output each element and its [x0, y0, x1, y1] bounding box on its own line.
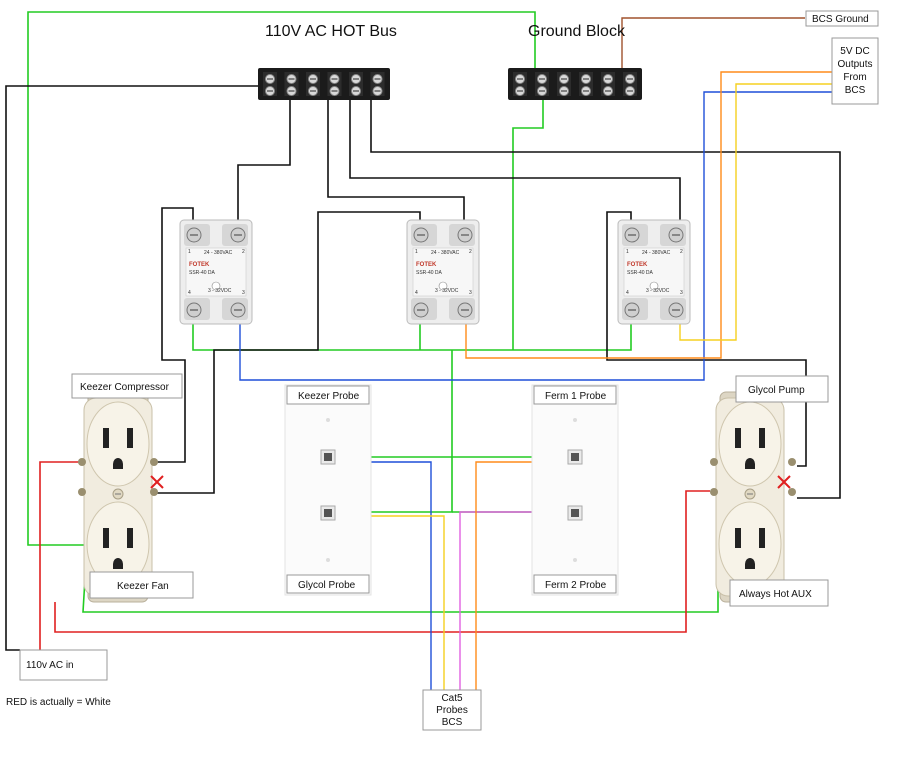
bcs-ground-label-box: BCS Ground	[805, 10, 879, 27]
hot-wires	[5, 85, 841, 651]
glycol-probe-label-box: Glycol Probe	[286, 574, 370, 594]
bcs-ground-wire	[621, 17, 805, 72]
outputs-line2: Outputs	[837, 59, 872, 70]
ssr-input: 3 - 32VDC	[435, 288, 459, 294]
hot-bus-title: 110V AC HOT Bus	[265, 23, 397, 40]
hot-wire-ssr2-to-fan	[152, 211, 421, 494]
bcs-ground-label: BCS Ground	[812, 14, 869, 25]
hot-wire-bus-to-ssr2	[327, 97, 465, 225]
keezer-fan-label: Keezer Fan	[117, 581, 169, 592]
hot-bus-terminal-block	[258, 68, 390, 100]
ground-block-title: Ground Block	[528, 23, 626, 40]
ssr-term2: 2	[680, 249, 683, 255]
hot-wire-ac-in	[5, 85, 258, 651]
hot-wire-bus-to-ssr3	[349, 97, 681, 225]
neutral-wire-aux	[54, 490, 710, 633]
ground-terminal-block	[508, 68, 642, 100]
glycol-pump-label: Glycol Pump	[748, 385, 805, 396]
ssr-term1: 1	[626, 249, 629, 255]
outputs-line4: BCS	[845, 85, 866, 96]
ssr-term3: 3	[242, 290, 245, 296]
ssr-model: SSR-40 DA	[189, 270, 216, 276]
cat5-line2: Probes	[436, 705, 468, 716]
outputs-line3: From	[843, 72, 866, 83]
ssr-text-1: 24 - 380VAC FOTEK SSR-40 DA 3 - 32VDC 1 …	[188, 249, 245, 296]
ssr-brand: FOTEK	[627, 262, 648, 268]
keezer-compressor-label: Keezer Compressor	[80, 382, 170, 393]
glycol-probe-label: Glycol Probe	[298, 580, 356, 591]
ssr-term1: 1	[188, 249, 191, 255]
ssr-model: SSR-40 DA	[627, 270, 654, 276]
receptacle-keezer	[78, 391, 158, 603]
ferm2-probe-label: Ferm 2 Probe	[545, 580, 607, 591]
ssr-rating: 24 - 380VAC	[642, 250, 671, 256]
ssr-term4: 4	[626, 290, 629, 296]
ssr-input: 3 - 32VDC	[646, 288, 670, 294]
ssr-rating: 24 - 380VAC	[431, 250, 460, 256]
ssr-brand: FOTEK	[416, 262, 437, 268]
keezer-compressor-label-box: Keezer Compressor	[71, 373, 183, 399]
signal-wire-blue-ssr1	[239, 91, 832, 381]
ground-wires	[27, 11, 719, 613]
always-hot-aux-label-box: Always Hot AUX	[729, 579, 829, 607]
bcs-outputs-label-box: 5V DC Outputs From BCS	[831, 37, 879, 105]
ssr-text-2: 24 - 380VAC FOTEK SSR-40 DA 3 - 32VDC 1 …	[415, 249, 472, 296]
receptacle-glycol	[710, 391, 796, 603]
neutral-wire-keezer	[39, 461, 80, 650]
ssr-term3: 3	[469, 290, 472, 296]
hot-wire-bus-to-ssr1	[237, 97, 291, 225]
glycol-pump-label-box: Glycol Pump	[735, 375, 829, 403]
ac-in-label: 110v AC in	[26, 660, 74, 671]
ground-wire-ssr-bus	[192, 310, 632, 351]
wallplate-left	[284, 384, 372, 596]
ssr-rating: 24 - 380VAC	[204, 250, 233, 256]
red-is-white-note: RED is actually = White	[6, 697, 111, 708]
ssr-term2: 2	[469, 249, 472, 255]
ssr-term1: 1	[415, 249, 418, 255]
signal-wires	[239, 71, 832, 381]
ssr-text-3: 24 - 380VAC FOTEK SSR-40 DA 3 - 32VDC 1 …	[626, 249, 683, 296]
signal-wire-yellow-ssr3	[679, 83, 832, 341]
ac-in-label-box: 110v AC in	[19, 649, 108, 681]
hot-wire-ssr3-to-pump	[606, 211, 807, 467]
keezer-probe-label-box: Keezer Probe	[286, 385, 370, 405]
keezer-probe-label: Keezer Probe	[298, 391, 360, 402]
cat5-line3: BCS	[442, 717, 463, 728]
ssr-term4: 4	[415, 290, 418, 296]
neutral-wires	[39, 461, 710, 650]
always-hot-aux-label: Always Hot AUX	[739, 589, 812, 600]
keezer-fan-label-box: Keezer Fan	[89, 571, 194, 599]
ferm2-probe-label-box: Ferm 2 Probe	[533, 574, 617, 594]
ground-wire-outer-loop	[27, 11, 536, 546]
tab-broken-marker-glycol	[777, 475, 791, 489]
ssr-term4: 4	[188, 290, 191, 296]
ssr-input: 3 - 32VDC	[208, 288, 232, 294]
hot-wire-bus-to-glycol	[370, 97, 841, 499]
ssr-term3: 3	[680, 290, 683, 296]
cat5-line1: Cat5	[441, 693, 463, 704]
outputs-line1: 5V DC	[840, 46, 869, 57]
ssr-brand: FOTEK	[189, 262, 210, 268]
ssr-model: SSR-40 DA	[416, 270, 443, 276]
ferm1-probe-label-box: Ferm 1 Probe	[533, 385, 617, 405]
hot-wire-ssr1-to-compressor	[152, 207, 194, 463]
tab-broken-marker-keezer	[150, 475, 164, 489]
ferm1-probe-label: Ferm 1 Probe	[545, 391, 607, 402]
ssr-term2: 2	[242, 249, 245, 255]
signal-wire-orange-ssr2	[465, 71, 832, 359]
ground-wire-block-to-ssr-bus	[512, 78, 544, 350]
cat5-label-box: Cat5 Probes BCS	[422, 689, 482, 731]
wallplate-right	[531, 384, 619, 596]
